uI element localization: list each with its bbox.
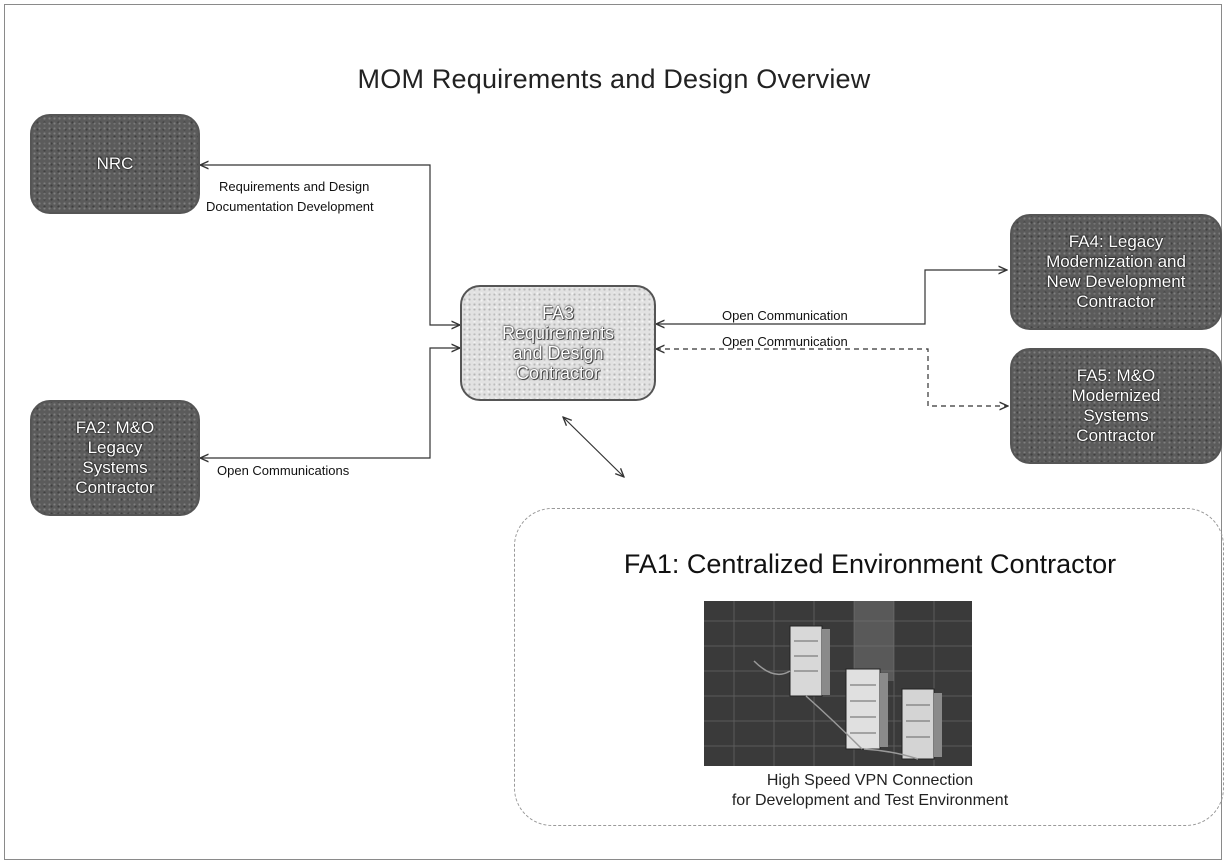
node-fa4-label: FA4: Legacy Modernization and New Develo… <box>1046 232 1186 311</box>
edge-label-fa3-fa4: Open Communication <box>722 308 848 323</box>
node-fa2: FA2: M&O Legacy Systems Contractor <box>30 400 200 516</box>
server-towers-icon <box>704 601 972 766</box>
edge-nrc-fa3 <box>200 165 460 325</box>
edge-fa3-fa1 <box>563 417 624 477</box>
edge-label-fa2-fa3: Open Communications <box>217 463 350 478</box>
edge-label-nrc-fa3-2: Documentation Development <box>206 199 374 214</box>
node-nrc-label: NRC <box>96 154 134 173</box>
edge-label-fa3-fa5: Open Communication <box>722 334 848 349</box>
node-fa3-label: FA3 Requirements and Design Contractor <box>501 303 615 383</box>
node-fa5-label: FA5: M&O Modernized Systems Contractor <box>1071 366 1161 445</box>
fa1-title: FA1: Centralized Environment Contractor <box>623 549 1117 579</box>
edge-fa3-fa4 <box>656 270 1007 324</box>
node-nrc: NRC <box>30 114 200 214</box>
edge-label-nrc-fa3-1: Requirements and Design <box>219 179 370 194</box>
edge-fa2-fa3 <box>200 348 460 458</box>
server-tower-3 <box>901 688 942 760</box>
node-fa2-label: FA2: M&O Legacy Systems Contractor <box>75 418 155 497</box>
node-fa3: FA3 Requirements and Design Contractor <box>460 285 656 401</box>
edge-fa3-fa5 <box>656 349 1008 406</box>
node-fa4: FA4: Legacy Modernization and New Develo… <box>1010 214 1222 330</box>
fa1-container: FA1: Centralized Environment Contractor <box>514 508 1224 826</box>
fa1-caption: High Speed VPN Connection for Developmen… <box>731 772 1009 809</box>
diagram-title: MOM Requirements and Design Overview <box>357 64 871 94</box>
server-tower-2 <box>845 668 888 750</box>
node-fa5: FA5: M&O Modernized Systems Contractor <box>1010 348 1222 464</box>
server-tower-1 <box>789 625 830 697</box>
